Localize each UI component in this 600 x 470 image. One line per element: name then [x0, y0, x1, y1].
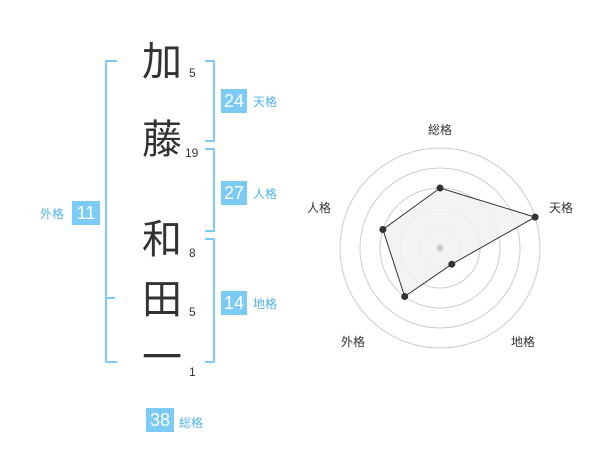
stroke-count-2: 19 [185, 146, 199, 160]
stroke-count-5: 1 [189, 365, 196, 379]
radar-axis-label-tenkaku: 天格 [549, 201, 574, 215]
stroke-count-3: 8 [189, 246, 196, 260]
chikaku-badge: 14 [221, 291, 247, 315]
tenkaku-bracket [205, 60, 215, 142]
jinkaku-badge: 27 [221, 181, 247, 205]
chikaku-label: 地格 [253, 297, 278, 311]
radar-point-5 [379, 226, 387, 233]
gaikaku-bracket-divider [105, 297, 115, 299]
name-char-3: 和 [142, 217, 182, 263]
tenkaku-label: 天格 [253, 95, 278, 109]
tenkaku-badge: 24 [221, 89, 247, 113]
name-char-2: 藤 [142, 117, 182, 163]
radar-axis-label-jinkaku: 人格 [307, 201, 332, 215]
radar-grid-ring-4 [359, 167, 521, 329]
radar-axis-label-soukaku: 総格 [428, 123, 453, 137]
stroke-count-4: 5 [189, 305, 196, 319]
chikaku-bracket [205, 238, 215, 363]
gaikaku-bracket [105, 60, 117, 363]
soukaku-label: 総格 [179, 416, 204, 430]
radar-axis-label-gaikaku: 外格 [341, 335, 366, 349]
gaikaku-label: 外格 [40, 207, 65, 221]
jinkaku-bracket [205, 148, 215, 232]
stroke-count-1: 5 [189, 66, 196, 80]
jinkaku-label: 人格 [253, 187, 278, 201]
radar-point-2 [531, 213, 539, 221]
radar-series-polygon [382, 187, 537, 298]
name-char-5: 一 [142, 335, 182, 381]
radar-point-4 [401, 293, 409, 300]
soukaku-badge: 38 [146, 408, 174, 432]
radar-axis-label-chikaku: 地格 [511, 335, 536, 349]
radar-point-1 [436, 184, 444, 192]
radar-point-3 [448, 260, 456, 268]
name-char-1: 加 [142, 39, 182, 85]
name-char-4: 田 [142, 277, 182, 323]
radar-grid-ring-5 [339, 147, 541, 349]
radar-center-dot [436, 244, 444, 252]
gaikaku-badge: 11 [72, 201, 100, 225]
